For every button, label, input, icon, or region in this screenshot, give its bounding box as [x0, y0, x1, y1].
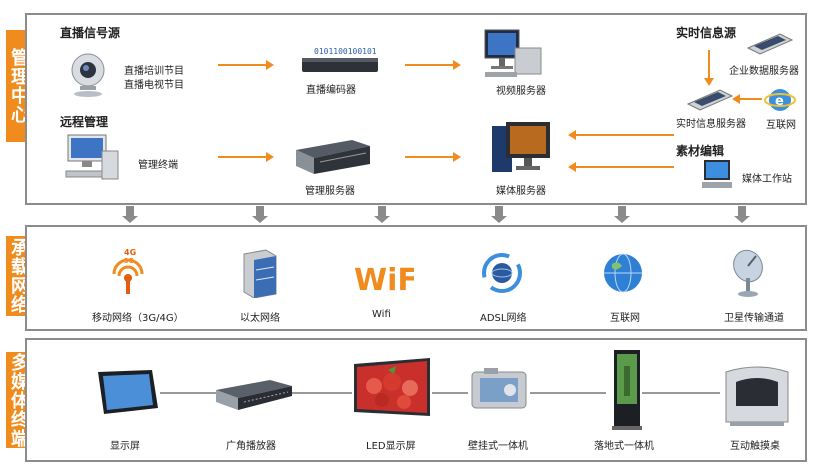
encoder-bits: 0101100100101: [314, 47, 377, 56]
terminal-label-display: 显示屏: [110, 441, 140, 452]
down-connector: [734, 206, 750, 223]
terminal-label-floor-kiosk: 落地式一体机: [594, 441, 654, 452]
network-label-internet: 互联网: [610, 313, 640, 324]
internet-ie-icon: e: [764, 86, 796, 118]
down-connector: [491, 206, 507, 223]
arrow-workstation-to-media: [568, 162, 674, 172]
media-server-icon: [490, 120, 554, 180]
realtime-source-heading: 实时信息源: [676, 26, 737, 40]
management-panel: [25, 13, 807, 205]
video-server-label: 视频服务器: [496, 86, 546, 97]
ethernet-server-icon: [240, 248, 280, 302]
arrow-encoder-to-video: [405, 60, 461, 70]
mgmt-server-label: 管理服务器: [305, 186, 355, 197]
encoder-device-icon: 0101100100101: [300, 40, 380, 80]
video-server-icon: [481, 28, 543, 84]
media-workstation-label: 媒体工作站: [742, 174, 792, 185]
globe-icon: [602, 252, 644, 298]
mgmt-terminal-label: 管理终端: [138, 160, 178, 171]
arrow-internet-to-realtime: [732, 94, 762, 104]
terminal-connector-line: [160, 392, 216, 394]
adsl-icon: [480, 250, 524, 300]
terminal-connector-line: [292, 392, 352, 394]
wifi-icon: WiFi: [352, 256, 428, 300]
arrow-live-to-encoder: [218, 60, 274, 70]
network-label-adsl: ADSL网络: [480, 313, 527, 324]
svg-text:e: e: [775, 94, 784, 109]
enterprise-db-server-label: 企业数据服务器: [729, 66, 799, 77]
terminal-label-player: 广角播放器: [226, 441, 276, 452]
mgmt-terminal-icon: [64, 133, 120, 185]
live-encoder-label: 直播编码器: [306, 85, 356, 96]
terminal-label-led: LED显示屏: [366, 441, 416, 452]
svg-text:WiFi: WiFi: [354, 263, 414, 296]
internet-label: 互联网: [766, 120, 796, 131]
mgmt-server-icon: [292, 136, 374, 180]
terminal-label-wall-kiosk: 壁挂式一体机: [468, 441, 528, 452]
display-screen-icon: [96, 368, 160, 420]
down-connector: [374, 206, 390, 223]
network-label-ethernet: 以太网络: [240, 313, 280, 324]
down-connector: [614, 206, 630, 223]
terminal-connector-line: [530, 392, 606, 394]
terminal-connector-line: [642, 392, 720, 394]
enterprise-db-server-icon: [744, 32, 794, 60]
network-label-mobile: 移动网络（3G/4G）: [92, 313, 184, 324]
realtime-server-icon: [684, 88, 734, 116]
terminal-connector-line: [432, 392, 468, 394]
network-panel: [25, 225, 807, 331]
arrow-terminal-to-server: [218, 152, 274, 162]
media-server-label: 媒体服务器: [496, 186, 546, 197]
wall-mount-kiosk-icon: [470, 366, 528, 414]
led-screen-icon: [352, 356, 432, 424]
down-connector: [252, 206, 268, 223]
terminal-label-touch-table: 互动触摸桌: [730, 441, 780, 452]
live-item-tv: 直播电视节目: [124, 80, 184, 91]
section-label-network: 承载网络: [6, 236, 30, 316]
floor-kiosk-icon: [612, 348, 642, 436]
media-workstation-icon: [700, 158, 736, 194]
remote-mgmt-heading: 远程管理: [60, 115, 109, 129]
player-box-icon: [214, 378, 294, 416]
arrow-mgmt-to-media: [405, 152, 461, 162]
svg-text:4G: 4G: [124, 248, 136, 257]
network-label-wifi: Wifi: [372, 309, 391, 320]
live-item-training: 直播培训节目: [124, 66, 184, 77]
satellite-dish-icon: [726, 248, 768, 302]
realtime-server-label: 实时信息服务器: [676, 119, 746, 130]
material-edit-heading: 素材编辑: [676, 144, 725, 158]
live-source-heading: 直播信号源: [60, 26, 121, 40]
down-connector: [122, 206, 138, 223]
webcam-icon: [66, 52, 110, 102]
arrow-realtime-to-media: [568, 130, 674, 140]
network-label-satellite: 卫星传输通道: [724, 313, 784, 324]
touch-table-icon: [720, 362, 794, 432]
arrow-enterprise-to-realtime: [704, 50, 714, 86]
